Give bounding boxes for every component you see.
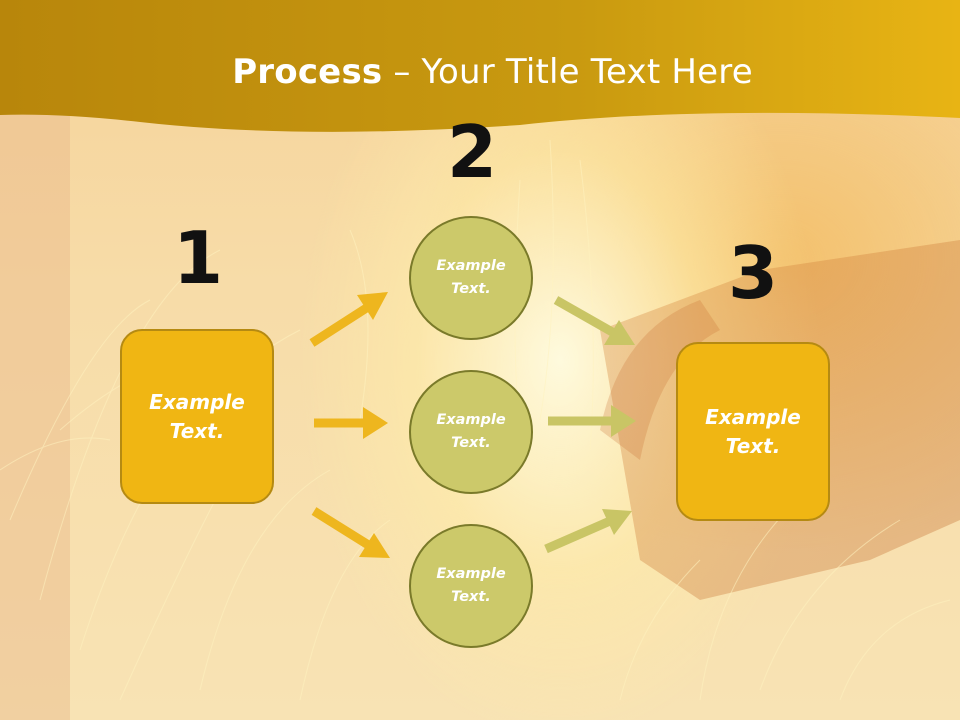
step-2-circle-bottom: Example Text.: [409, 524, 533, 648]
circle-top-line1: Example: [436, 258, 506, 274]
circle-bottom-line1: Example: [436, 566, 506, 582]
step-1-box: Example Text.: [120, 329, 274, 504]
step-3-text-line2: Text.: [725, 433, 781, 458]
step-3-number: 3: [727, 231, 779, 315]
step-3-box: Example Text.: [676, 342, 830, 521]
step-2-number: 2: [446, 110, 498, 194]
step-1-text-line1: Example: [149, 389, 245, 414]
circle-middle-line2: Text.: [451, 435, 491, 451]
title-rest: – Your Title Text Here: [382, 52, 753, 92]
slide-title: Process – Your Title Text Here: [0, 52, 960, 92]
step-2-circle-top: Example Text.: [409, 216, 533, 340]
title-bold: Process: [232, 52, 383, 92]
circle-middle-line1: Example: [436, 412, 506, 428]
step-1-text-line2: Text.: [169, 418, 225, 443]
circle-bottom-line2: Text.: [451, 589, 491, 605]
step-2-circle-middle: Example Text.: [409, 370, 533, 494]
circle-top-line2: Text.: [451, 281, 491, 297]
step-1-number: 1: [172, 216, 224, 300]
step-3-text-line1: Example: [705, 404, 801, 429]
